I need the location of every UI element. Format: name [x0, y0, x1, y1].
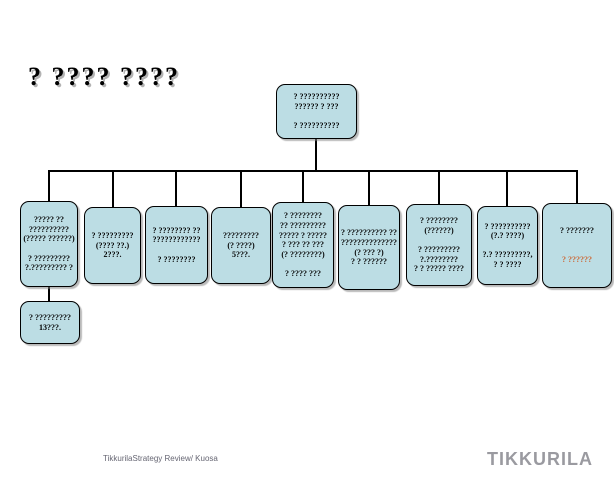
- org-box-9-content: ? ??????? ? ??????: [560, 217, 594, 275]
- tikkurila-logo: TIKKURILA: [487, 449, 593, 469]
- org-box-6: ? ?????????? ?? ?????????????? (? ??? ?)…: [338, 205, 400, 290]
- connector-drop-6: [368, 170, 370, 205]
- connector-drop-7: [438, 170, 440, 204]
- connector-drop-4: [240, 170, 242, 207]
- org-box-9-highlight-text: ? ??????: [562, 255, 592, 265]
- org-box-1: ????? ?? ?????????? (????? ??????) ? ???…: [20, 201, 78, 287]
- org-box-4: ????????? (? ????) 5???.: [211, 207, 271, 284]
- connector-drop-1: [48, 170, 50, 201]
- org-box-7: ? ???????? (??????) ? ????????? ?.??????…: [406, 204, 472, 286]
- connector-drop-5: [302, 170, 304, 202]
- org-box-root: ? ?????????? ?????? ? ??? ? ??????????: [276, 84, 357, 139]
- footer-credit: TikkurilaStrategy Review/ Kuosa: [103, 454, 218, 463]
- connector-drop-2: [112, 170, 114, 207]
- connector-root-vertical: [315, 139, 317, 172]
- org-box-8: ? ?????????? (?.? ????) ?.? ?????????, ?…: [477, 206, 538, 285]
- org-box-9-text: ? ???????: [560, 226, 594, 236]
- connector-drop-8: [506, 170, 508, 206]
- org-box-2: ? ????????? (???? ??.) 2???.: [84, 207, 141, 284]
- org-box-3: ? ???????? ?? ???????????? ? ????????: [145, 206, 208, 284]
- org-box-1-subordinate: ? ????????? 13???.: [20, 301, 80, 344]
- connector-subordinate-vertical: [48, 287, 50, 301]
- slide-title: ? ???? ????: [28, 62, 180, 91]
- connector-drop-3: [175, 170, 177, 206]
- connector-horizontal-bus: [48, 170, 578, 172]
- connector-drop-9: [576, 170, 578, 203]
- org-box-9: ? ??????? ? ??????: [542, 203, 612, 288]
- org-box-5: ? ???????? ?? ????????? ????? ? ????? ? …: [272, 202, 334, 288]
